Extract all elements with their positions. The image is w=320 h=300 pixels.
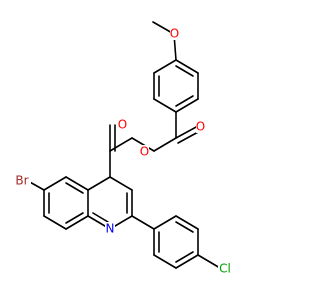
bond bbox=[109, 176, 133, 191]
bond bbox=[175, 98, 199, 113]
oxygen-label: O bbox=[118, 118, 127, 132]
atom-labels: O O O O Br N Cl bbox=[13, 27, 232, 276]
oxygen-label: O bbox=[170, 27, 179, 41]
bond bbox=[153, 98, 177, 113]
bond bbox=[153, 254, 177, 269]
chemical-structure-diagram: O O O O Br N Cl bbox=[13, 21, 232, 276]
bond bbox=[131, 215, 155, 230]
bond bbox=[65, 182, 84, 194]
oxygen-label: O bbox=[196, 120, 205, 134]
bond bbox=[43, 176, 67, 191]
bond bbox=[175, 59, 199, 74]
bond bbox=[92, 212, 109, 223]
bond bbox=[65, 212, 84, 224]
bond bbox=[153, 59, 177, 74]
bond bbox=[175, 65, 194, 77]
bond bbox=[175, 125, 199, 139]
bond bbox=[175, 221, 194, 233]
bond bbox=[175, 254, 199, 269]
bond bbox=[65, 176, 89, 191]
oxygen-label: O bbox=[140, 145, 149, 159]
bond bbox=[87, 176, 111, 191]
bromine-label: Br bbox=[15, 174, 28, 188]
bond bbox=[65, 215, 89, 230]
bonds bbox=[27, 21, 221, 269]
bond bbox=[109, 137, 133, 152]
bond bbox=[153, 137, 177, 152]
bond bbox=[175, 95, 194, 107]
bond bbox=[153, 215, 177, 230]
bond bbox=[175, 215, 199, 230]
chlorine-label: Cl bbox=[219, 262, 231, 276]
bond bbox=[197, 254, 221, 269]
bond bbox=[131, 137, 155, 152]
bond bbox=[43, 215, 67, 230]
nitrogen-label: N bbox=[106, 222, 115, 236]
bond bbox=[175, 251, 194, 263]
